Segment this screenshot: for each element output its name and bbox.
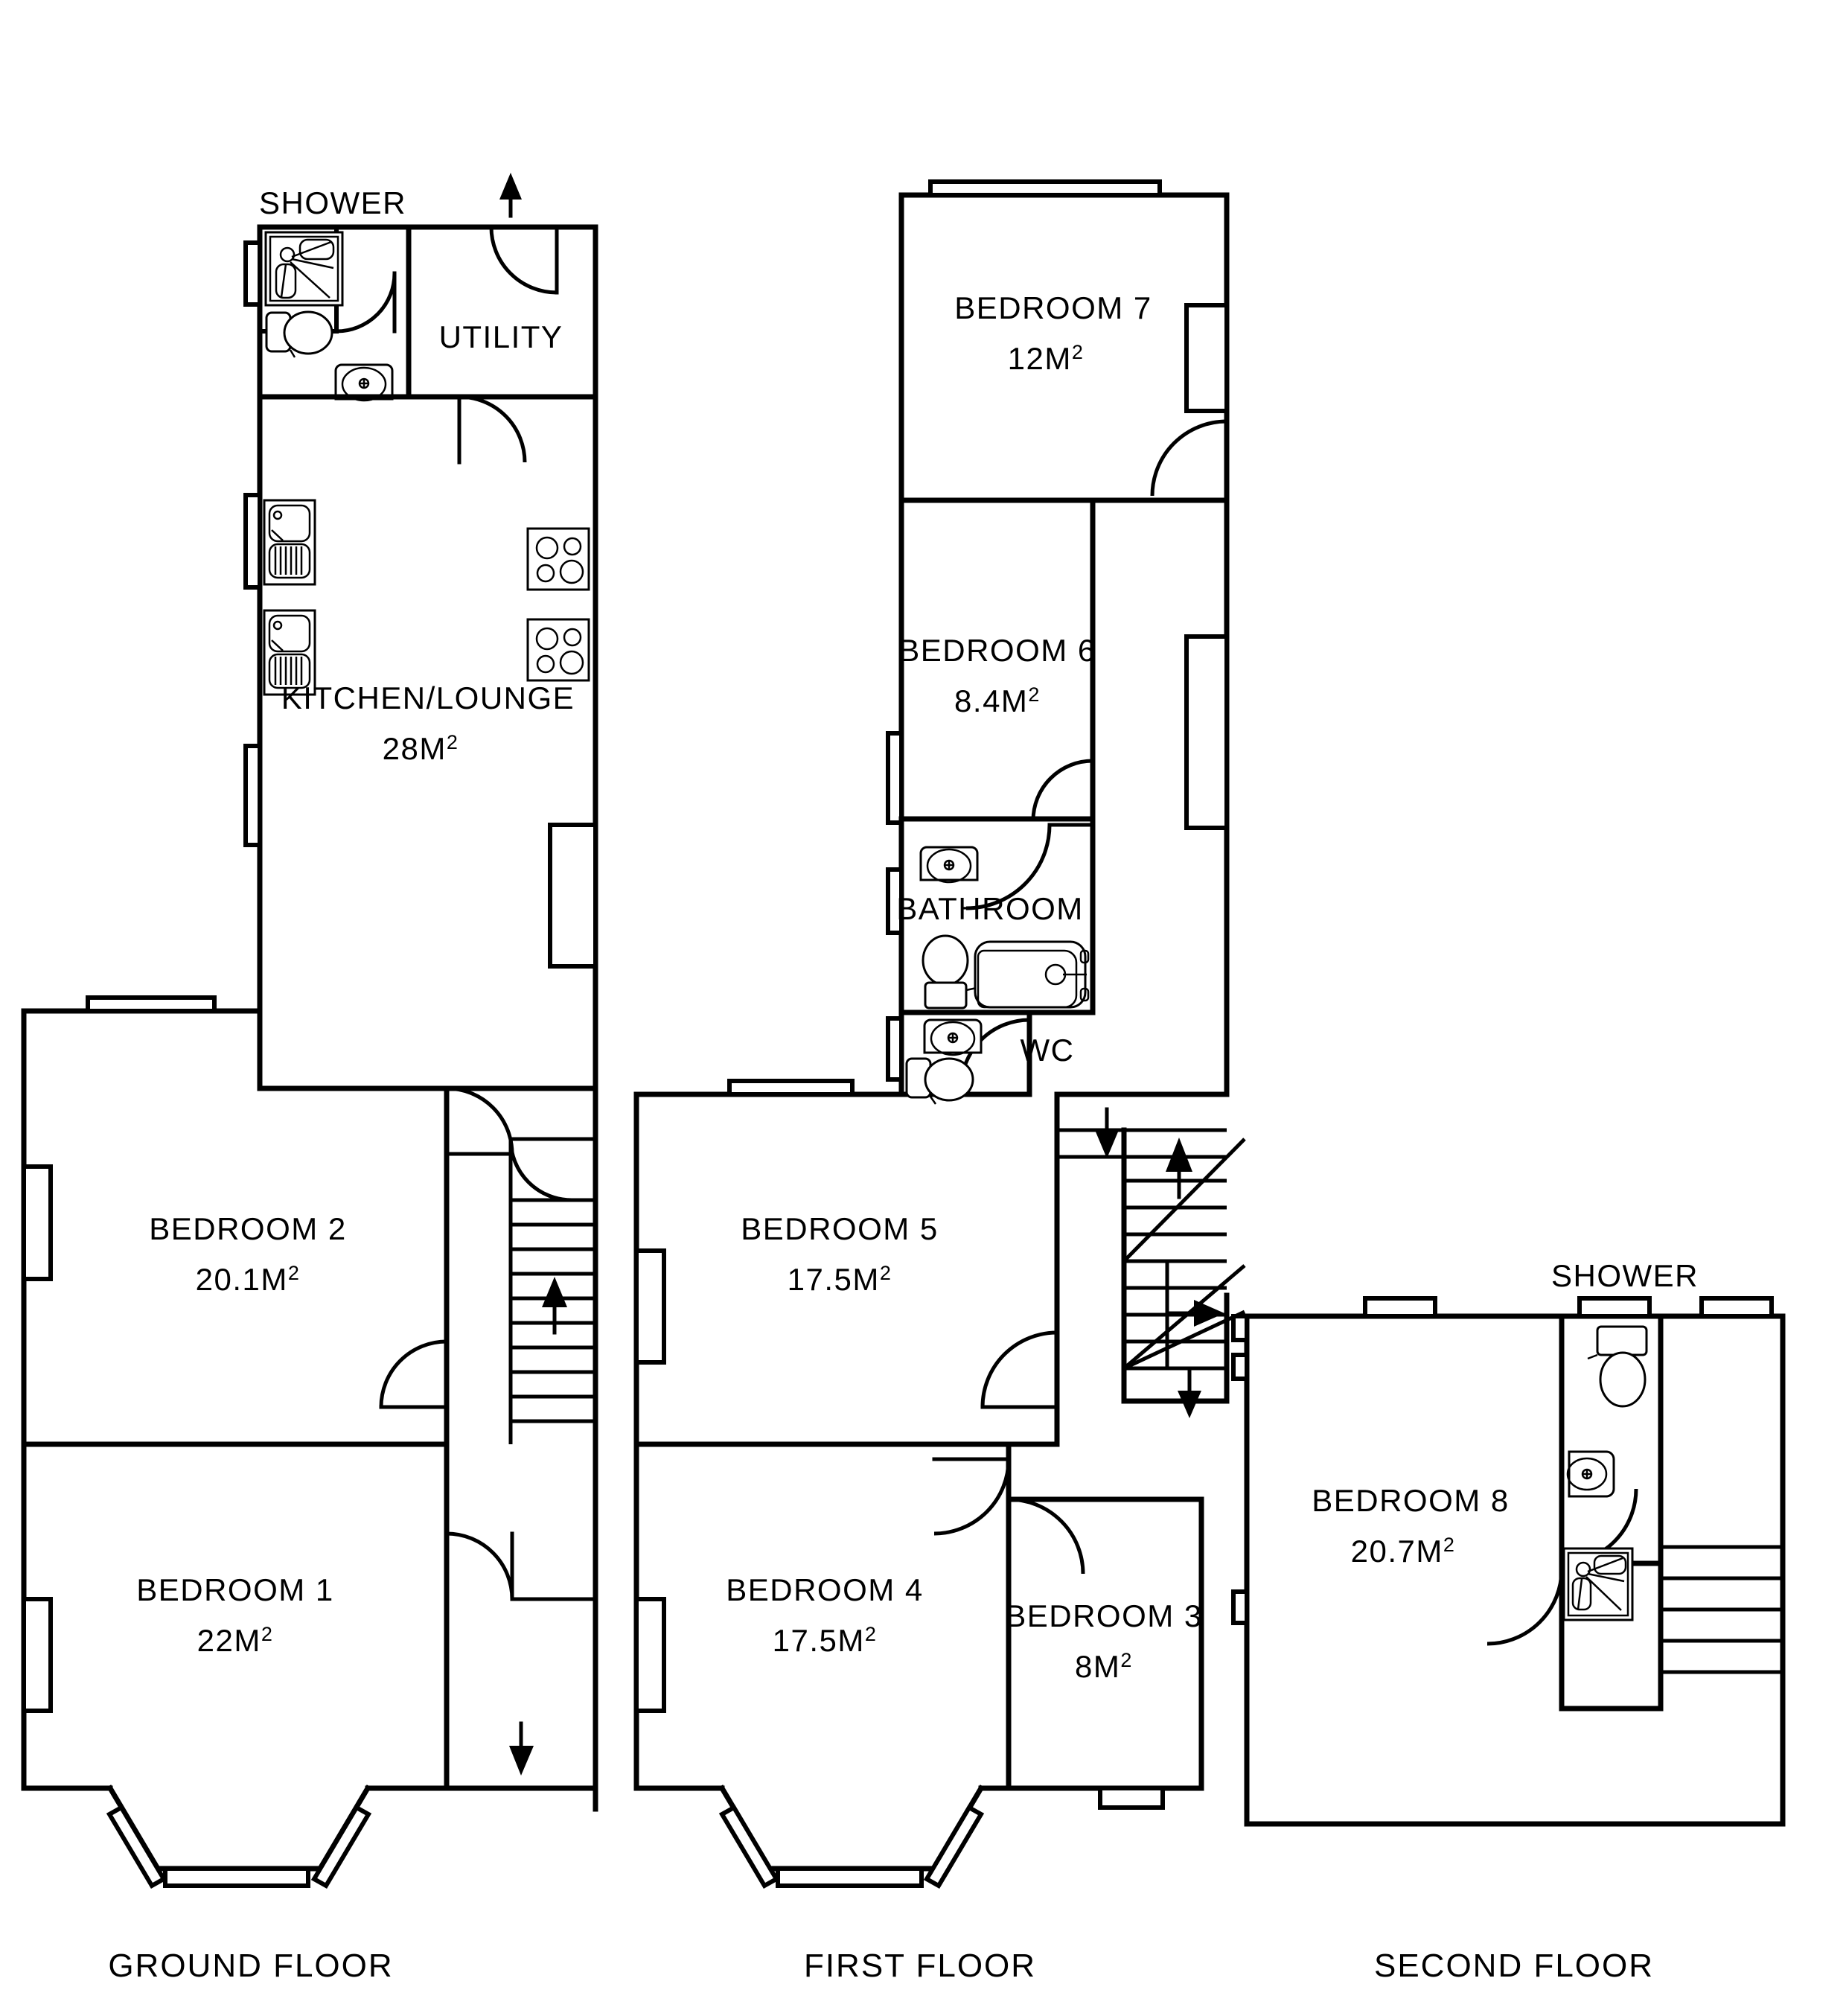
bedroom-6-label: BEDROOM 6 xyxy=(898,633,1096,668)
first-floor-landing xyxy=(1184,497,1230,1097)
second-floor-staircase xyxy=(1661,1545,1783,1674)
wash-basin-icon xyxy=(334,363,394,402)
bathroom-label: BATHROOM xyxy=(896,891,1084,926)
bedroom-2-area: 20.1M2 xyxy=(196,1262,301,1297)
first-floor-title: FIRST FLOOR xyxy=(804,1948,1036,1984)
toilet-icon xyxy=(1587,1325,1648,1408)
bedroom-6-area: 8.4M2 xyxy=(954,683,1041,718)
bedroom-7-area: 12M2 xyxy=(1008,341,1085,376)
second-floor-plan: BEDROOM 8 20.7M2 SHOWER SECOND FLOOR xyxy=(1231,1258,1786,1984)
stairs-turn-arrow-icon xyxy=(1165,1300,1224,1327)
wc-label: WC xyxy=(1021,1033,1075,1068)
bedroom-3-area: 8M2 xyxy=(1075,1649,1133,1684)
bathtub-icon xyxy=(974,940,1090,1009)
stairs-down-arrow-icon xyxy=(1095,1107,1119,1158)
ground-floor-title: GROUND FLOOR xyxy=(108,1948,393,1984)
bedroom-7-room xyxy=(898,179,1230,503)
bedroom-7-label: BEDROOM 7 xyxy=(954,290,1152,325)
kitchen-lounge-label: KITCHEN/LOUNGE xyxy=(281,680,575,715)
stairs-down-arrow-icon xyxy=(1178,1369,1201,1418)
toilet-icon xyxy=(265,310,333,358)
toilet-icon xyxy=(922,934,977,1009)
stair-treads xyxy=(508,1139,595,1444)
second-floor-title: SECOND FLOOR xyxy=(1374,1948,1654,1984)
shower-annotation-ground: SHOWER xyxy=(259,185,406,220)
bedroom-6-room xyxy=(886,497,1096,825)
bedroom-1-area: 22M2 xyxy=(197,1623,274,1658)
bedroom-4-label: BEDROOM 4 xyxy=(726,1572,924,1607)
wash-basin-icon xyxy=(1566,1450,1615,1498)
stairs-up-arrow-icon xyxy=(1166,1138,1192,1199)
stairs-up-arrow-icon xyxy=(542,1277,567,1335)
toilet-icon xyxy=(905,1057,974,1105)
bedroom-1-label: BEDROOM 1 xyxy=(136,1572,334,1607)
bedroom-8-label: BEDROOM 8 xyxy=(1312,1483,1510,1518)
shower-tray-icon xyxy=(264,231,344,307)
bedroom-5-label: BEDROOM 5 xyxy=(741,1211,939,1246)
kitchen-lounge-area: 28M2 xyxy=(383,731,459,766)
bedroom-3-label: BEDROOM 3 xyxy=(1005,1598,1203,1633)
hob-icon xyxy=(526,527,590,591)
bedroom-1-room xyxy=(21,1441,598,1889)
kitchen-sink-icon xyxy=(263,609,316,696)
bedroom-8-area: 20.7M2 xyxy=(1351,1534,1456,1569)
bedroom-3-room xyxy=(1006,1496,1204,1810)
bedroom-4-area: 17.5M2 xyxy=(773,1623,878,1658)
wash-basin-icon xyxy=(919,846,979,884)
first-floor-plan: BEDROOM 7 12M2 BEDROOM 6 8.4M2 xyxy=(633,179,1246,1984)
bedroom-2-room xyxy=(21,995,514,1447)
utility-label: UTILITY xyxy=(439,319,563,354)
bedroom-4-room xyxy=(633,1441,1012,1889)
kitchen-sink-icon xyxy=(263,499,316,586)
wash-basin-icon xyxy=(923,1018,983,1056)
bedroom-2-label: BEDROOM 2 xyxy=(149,1211,347,1246)
north-arrow-icon xyxy=(499,173,522,218)
utility-room xyxy=(406,224,598,400)
ground-floor-plan: KITCHEN/LOUNGE 28M2 UTILITY SHOWER BED xyxy=(21,173,598,1984)
shower-tray-icon xyxy=(1562,1547,1634,1621)
hob-icon xyxy=(526,618,590,682)
shower-annotation-second: SHOWER xyxy=(1551,1258,1699,1293)
bedroom-5-area: 17.5M2 xyxy=(788,1262,892,1297)
stairs-down-arrow-icon xyxy=(509,1721,534,1776)
ground-staircase xyxy=(508,1085,598,1812)
bathroom-room xyxy=(886,816,1096,1015)
first-floor-staircase xyxy=(1054,1091,1246,1447)
bedroom-8-room xyxy=(1231,1296,1786,1827)
